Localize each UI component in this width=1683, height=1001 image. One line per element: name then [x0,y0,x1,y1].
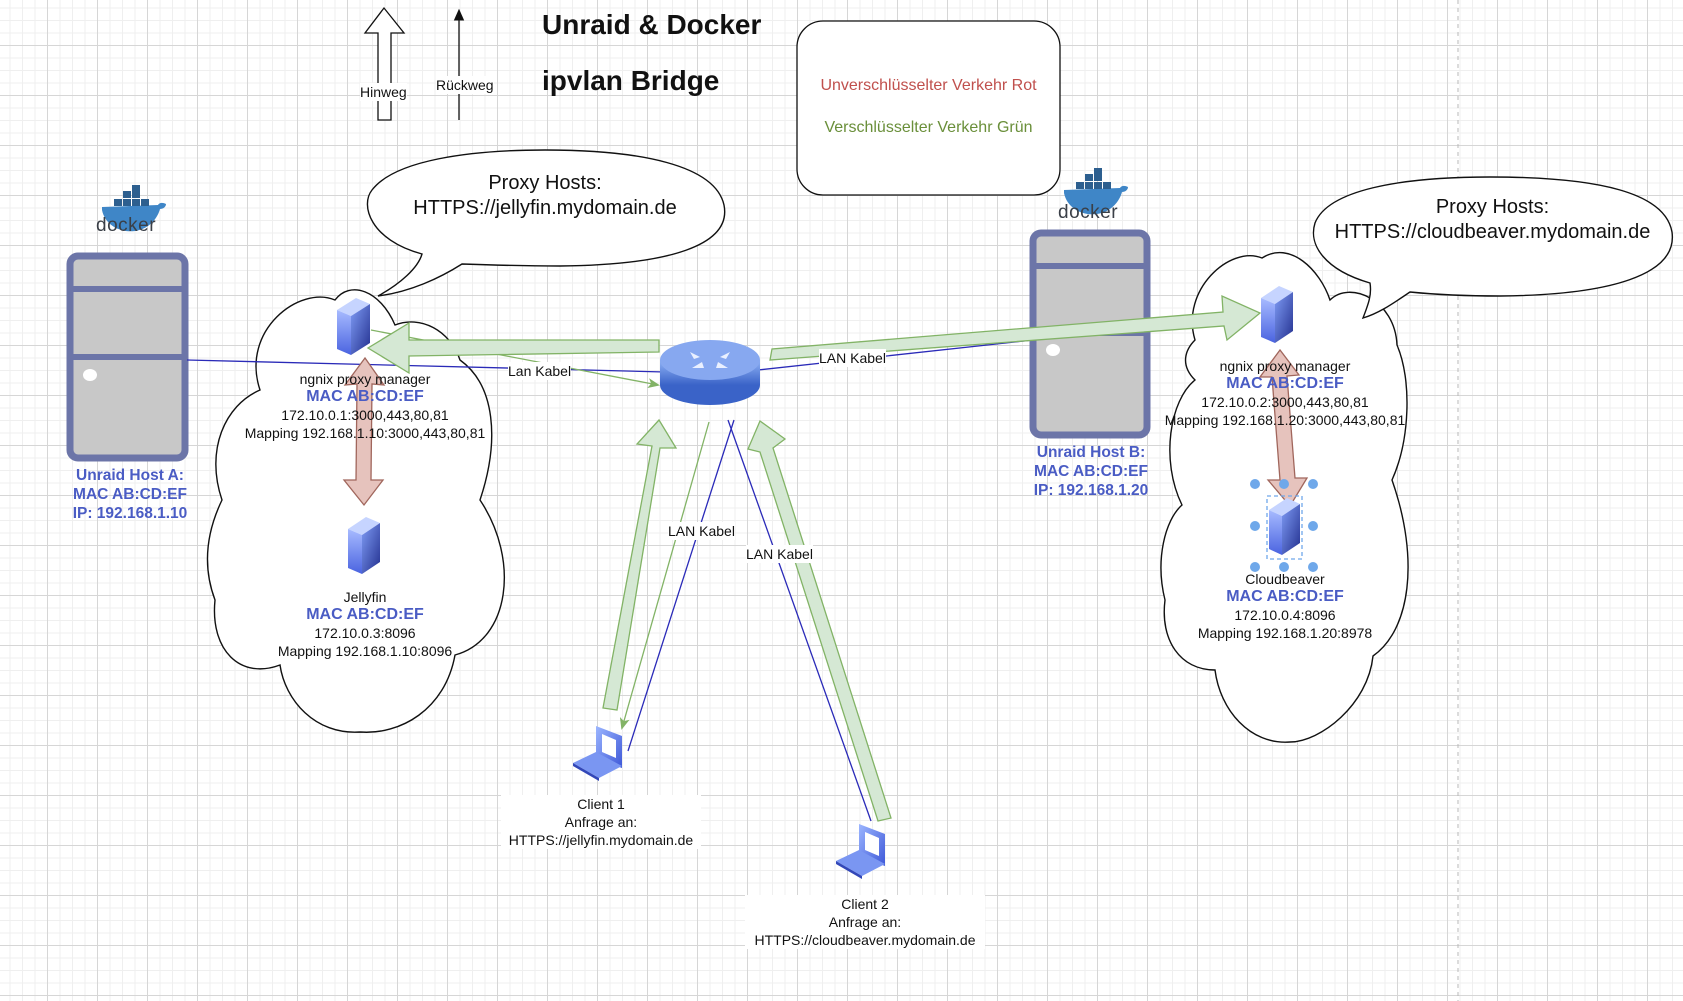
proxy-b-mapping: Mapping 192.168.1.20:3000,443,80,81 [1164,412,1406,428]
client-2-label[interactable]: Client 2 Anfrage an: HTTPS://cloudbeaver… [745,895,985,949]
host-a-ip: IP: 192.168.1.10 [72,505,188,522]
bubble-a-text: Proxy Hosts: HTTPS://jellyfin.mydomain.d… [366,171,724,221]
jellyfin-mac: MAC AB:CD:EF [306,606,424,623]
proxy-a-mac: MAC AB:CD:EF [306,388,424,405]
hinweg-label: Hinweg [360,83,407,101]
proxy-b-name: ngnix proxy manager [1219,358,1351,374]
proxy-b-addr: 172.10.0.2:3000,443,80,81 [1201,394,1369,410]
cloudbeaver-name: Cloudbeaver [1245,571,1325,587]
proxy-b-label: ngnix proxy manager MAC AB:CD:EF 172.10.… [1140,357,1430,429]
docker-logo-b-icon [1064,168,1128,215]
proxy-hosts-bubble-b [1312,176,1673,320]
docker-logo-a-text: docker [96,215,157,236]
nginx-proxy-manager-a-icon[interactable] [337,298,370,355]
client-1-url: HTTPS://jellyfin.mydomain.de [508,832,694,848]
unraid-host-a-server-icon[interactable] [66,252,189,462]
client-1-label[interactable]: Client 1 Anfrage an: HTTPS://jellyfin.my… [501,795,701,849]
encrypted-arrow-client-2-to-router [747,419,892,822]
jellyfin-mapping: Mapping 192.168.1.10:8096 [277,643,453,659]
rueckweg-label: Rückweg [436,76,494,94]
diagram-subtitle: ipvlan Bridge [542,65,720,96]
bubble-a-title: Proxy Hosts: [488,172,602,194]
cloudbeaver-addr: 172.10.0.4:8096 [1234,607,1336,623]
client-2-url: HTTPS://cloudbeaver.mydomain.de [754,932,976,948]
client-2-laptop-icon[interactable] [836,824,885,879]
proxy-a-label: ngnix proxy manager MAC AB:CD:EF 172.10.… [220,370,510,442]
bubble-b-text: Proxy Hosts: HTTPS://cloudbeaver.mydomai… [1313,195,1672,245]
cloudbeaver-server-icon[interactable] [1250,479,1318,572]
cable-label-host-a: Lan Kabel [508,362,572,380]
unencrypted-arrow-proxy-a-jellyfin [342,356,386,507]
proxy-a-addr: 172.10.0.1:3000,443,80,81 [281,407,449,423]
jellyfin-addr: 172.10.0.3:8096 [314,625,416,641]
hinweg-arrow-icon [363,6,406,121]
jellyfin-name: Jellyfin [343,589,387,605]
return-line-router-to-client-1 [619,421,710,730]
bubble-a-url: HTTPS://jellyfin.mydomain.de [413,197,677,219]
cable-label-client-1: LAN Kabel [668,522,735,540]
cloudbeaver-mac: MAC AB:CD:EF [1226,588,1344,605]
legend-unencrypted: Unverschlüsselter Verkehr Rot [820,77,1037,94]
lan-cable-host-a [186,359,666,373]
host-b-label: Unraid Host B: MAC AB:CD:EF IP: 192.168.… [1021,443,1161,500]
return-line-router-to-proxy-a [370,329,660,389]
proxy-a-name: ngnix proxy manager [299,371,431,387]
router-icon[interactable] [660,340,760,405]
client-1-laptop-icon[interactable] [573,726,622,781]
jellyfin-label: Jellyfin MAC AB:CD:EF 172.10.0.3:8096 Ma… [220,588,510,660]
host-b-ip: IP: 192.168.1.20 [1033,482,1149,499]
bubble-b-title: Proxy Hosts: [1435,196,1550,218]
cable-label-client-2: LAN Kabel [746,545,813,563]
client-1-request: Anfrage an: [564,814,638,830]
docker-logo-a-icon [102,185,166,232]
cable-label-host-b: LAN Kabel [819,349,886,367]
lan-cable-client-2 [727,419,872,822]
host-b-mac: MAC AB:CD:EF [1034,463,1148,480]
proxy-b-mac: MAC AB:CD:EF [1226,375,1344,392]
docker-logo-b-text: docker [1058,202,1119,223]
jellyfin-server-icon[interactable] [348,517,380,574]
proxy-a-mapping: Mapping 192.168.1.10:3000,443,80,81 [244,425,486,441]
encrypted-arrow-router-to-proxy-a [366,321,660,375]
lan-cable-host-b [757,339,1034,371]
bubble-b-url: HTTPS://cloudbeaver.mydomain.de [1334,221,1651,243]
nginx-proxy-manager-b-icon[interactable] [1261,286,1293,343]
cloudbeaver-label: Cloudbeaver MAC AB:CD:EF 172.10.0.4:8096… [1140,570,1430,642]
host-a-mac: MAC AB:CD:EF [73,486,187,503]
color-legend-box [796,20,1061,196]
legend-encrypted: Verschlüsselter Verkehr Grün [824,119,1033,136]
host-a-name: Unraid Host A: [76,467,184,484]
cloudbeaver-mapping: Mapping 192.168.1.20:8978 [1197,625,1373,641]
client-2-request: Anfrage an: [828,914,902,930]
diagram-title: Unraid & Docker [542,9,762,40]
docker-network-cloud-a [206,289,506,733]
host-b-name: Unraid Host B: [1036,444,1146,461]
host-a-label: Unraid Host A: MAC AB:CD:EF IP: 192.168.… [60,466,200,523]
selection-handles[interactable] [1250,479,1318,572]
encrypted-arrow-client-1-to-router [602,418,678,711]
client-2-name: Client 2 [841,896,889,912]
client-1-name: Client 1 [577,796,625,812]
proxy-hosts-bubble-a [366,149,726,297]
lan-cable-client-1 [627,419,735,752]
